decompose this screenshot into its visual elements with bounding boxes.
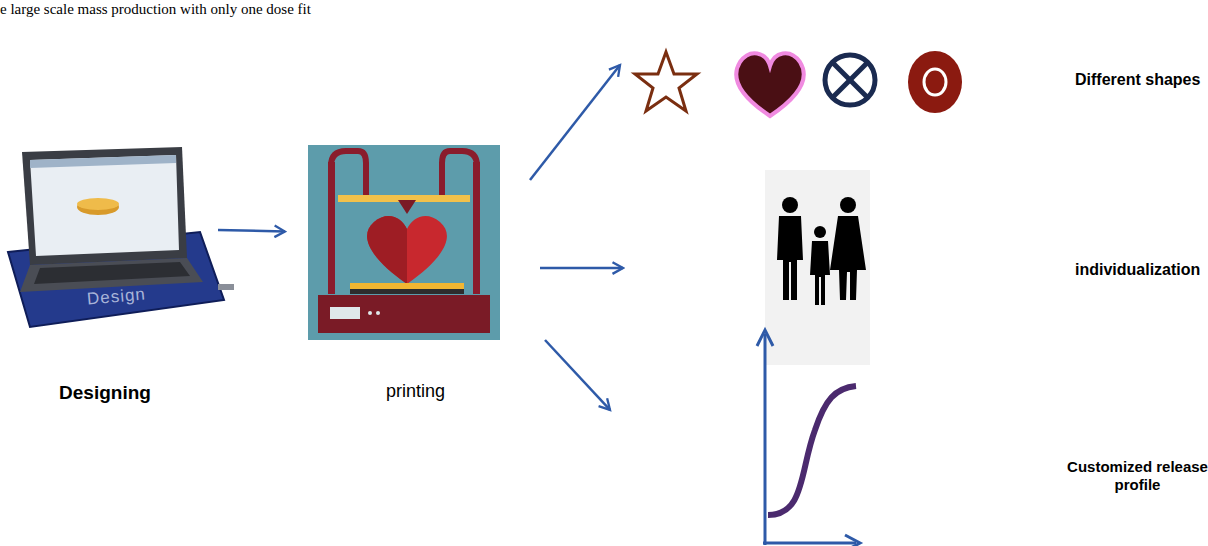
keyboard-keys [34,262,190,284]
cropped-note: e large scale mass production with only … [0,0,311,18]
printer-panel [330,307,360,319]
heart-shape [736,53,804,116]
flow-arrow [545,340,610,410]
person-head [814,226,826,238]
cross-line [833,63,867,97]
design-step: DesignDesigning [5,140,225,410]
shapes-illustration [635,51,962,116]
person-head [840,197,856,213]
laptop-illustration [8,147,234,327]
printer-pipe [442,151,477,198]
step-caption: Designing [45,382,165,405]
printer-base [318,295,490,333]
printer-pipe [331,151,366,198]
family-background [765,170,870,365]
flow-arrow [540,267,623,270]
step-caption: printing [363,381,468,403]
laptop-screen [30,155,179,256]
printer-nozzle [398,200,416,214]
release-graph [757,330,860,546]
printed-heart [367,216,447,284]
cable-plug [218,284,234,290]
person-body [830,216,866,300]
ring-shape [908,51,962,113]
printer-illustration [308,145,500,340]
printer-frame [473,162,480,294]
build-plate [350,283,464,289]
ring-hole [924,69,946,95]
family-illustration [765,170,870,365]
star-shape [635,52,697,111]
axis-arrowhead [757,330,773,346]
person-body [777,216,803,300]
cross-circle-shape [825,55,875,105]
printer-background [308,145,500,340]
printer-button [376,311,380,315]
screen-toolbar [30,155,176,168]
outcome-caption: individualization [1075,260,1200,279]
laptop-bezel [22,147,187,265]
outcome-group: Different shapes [625,35,1208,130]
printer-frame [328,162,335,294]
y-axis [764,334,767,545]
printer-button [368,311,372,315]
base-lettering: Design [86,284,146,309]
printed-heart-shade [367,216,407,284]
flow-arrow [218,230,285,232]
outcome-group: Customized release profile [625,370,1208,546]
cross-line [833,63,867,97]
person-body [810,241,830,305]
outcome-caption: Different shapes [1075,70,1200,89]
axis-arrowhead [845,535,860,546]
build-plate-rail [350,289,464,294]
release-curve [768,386,856,515]
outcome-group: individualization [625,165,1208,325]
screen-model [77,199,119,215]
screen-model-top [77,198,119,210]
x-axis [763,542,856,545]
flow-arrow [530,65,620,180]
outcome-caption: Customized release profile [1065,458,1208,494]
person-head [782,197,798,213]
printing-step: printing [308,145,530,405]
